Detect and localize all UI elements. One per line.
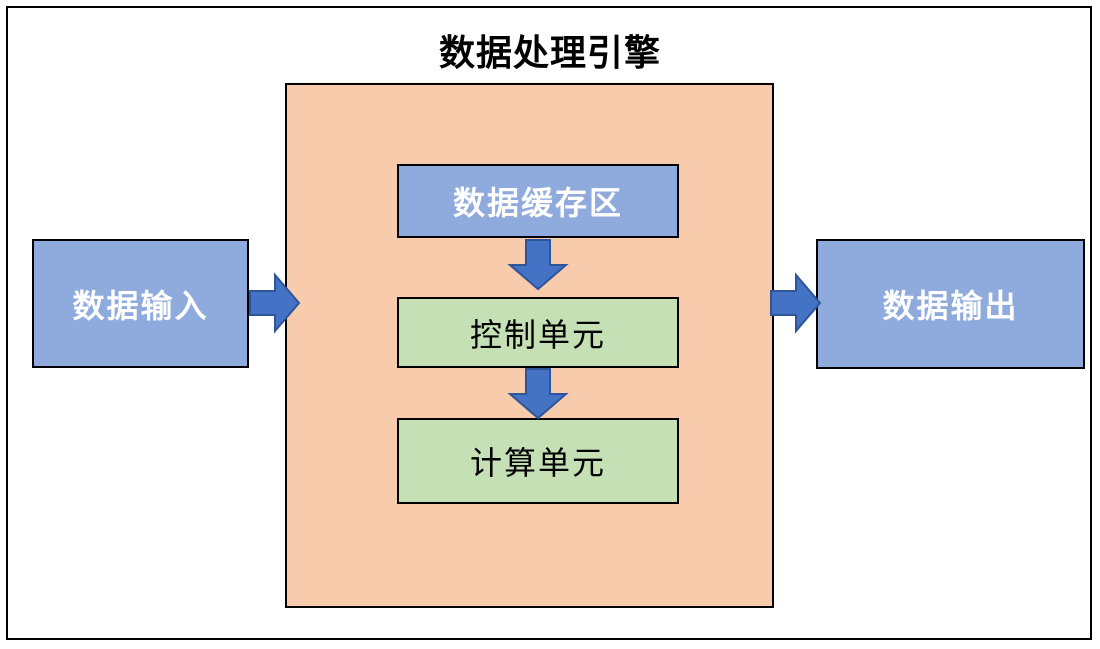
node-data-input-label: 数据输入 [72,287,209,324]
node-compute-unit-label: 计算单元 [469,445,606,481]
arrow-input-to-engine-icon [249,272,301,334]
diagram-title: 数据处理引擎 [438,32,661,73]
node-data-buffer: 数据缓存区 [397,164,679,238]
arrow-buffer-to-control-icon [507,239,569,291]
node-data-output-label: 数据输出 [882,288,1019,324]
node-control-unit: 控制单元 [397,297,679,368]
arrow-engine-to-output-icon [770,272,822,334]
node-data-output: 数据输出 [816,239,1085,369]
node-data-buffer-label: 数据缓存区 [452,185,623,221]
node-compute-unit: 计算单元 [397,418,679,504]
arrow-control-to-compute-icon [507,368,569,420]
node-data-input: 数据输入 [32,239,249,368]
node-control-unit-label: 控制单元 [469,316,606,353]
